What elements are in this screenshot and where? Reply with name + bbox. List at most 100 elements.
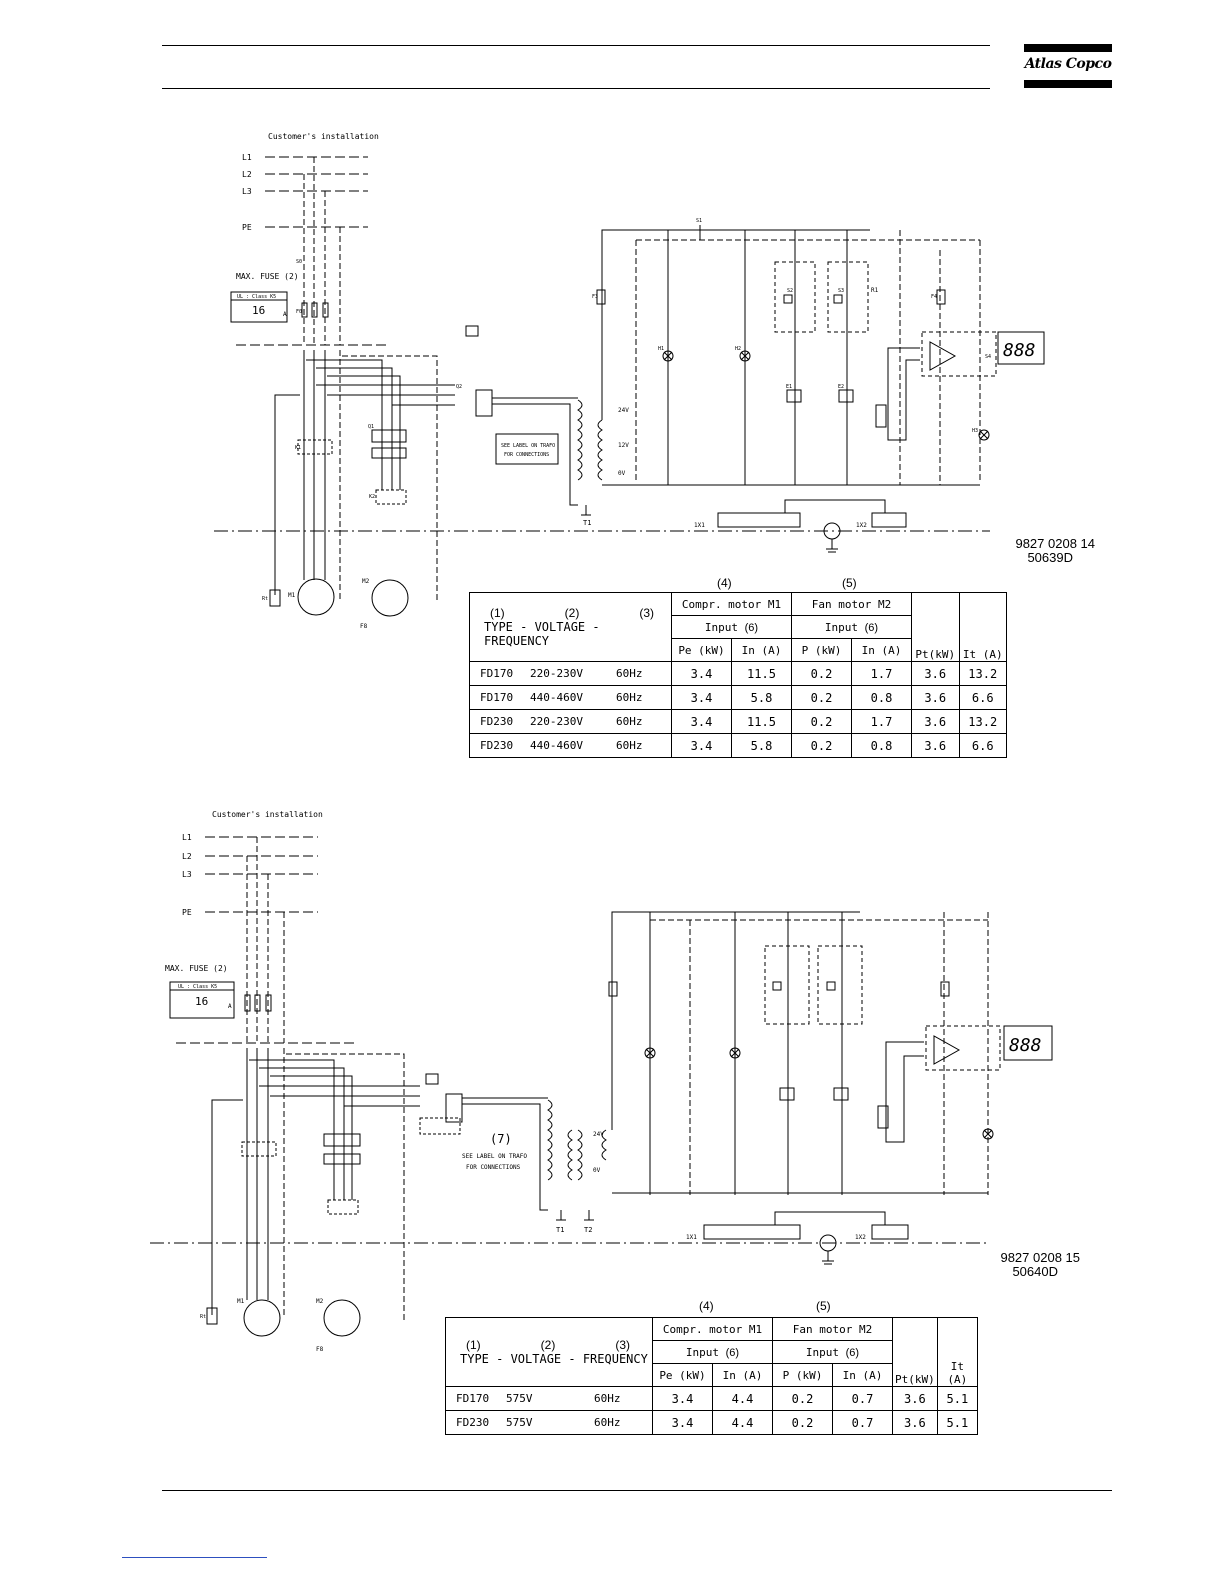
cell-in2: 0.7: [832, 1386, 893, 1411]
cell-it: 6.6: [958, 685, 1007, 710]
component-label-h1: H1: [658, 346, 664, 352]
cell-freq: 60Hz: [616, 715, 643, 728]
cell-type: FD230: [480, 739, 514, 752]
component-label-f8: F8: [360, 623, 368, 630]
voltage-0v: 0V: [618, 470, 626, 477]
table1-fan-motor: Fan motor M2: [791, 592, 912, 616]
trafo-num-2: (7): [490, 1132, 512, 1146]
table1-sub-p: P (kW): [791, 638, 852, 662]
table2-pt-header: Pt(kW): [892, 1317, 938, 1387]
component-label-f3: F3: [592, 294, 598, 300]
cell-pt: 3.6: [911, 733, 960, 758]
phase-label-l1: L1: [242, 153, 252, 162]
table2-hnum-1: (1): [466, 1338, 481, 1352]
table2-sub-in1: In (A): [712, 1363, 773, 1387]
table2-col-num-4: (4): [699, 1299, 714, 1313]
component-label-t1: T1: [583, 519, 591, 527]
table1-sub-pe: Pe (kW): [671, 638, 732, 662]
trafo-note-line2-2: FOR CONNECTIONS: [466, 1164, 521, 1171]
component-label-k1: K1: [295, 445, 301, 451]
motor-label-m2: M2: [362, 578, 370, 585]
component-label-q1: Q1: [368, 424, 374, 430]
component-label-h3: H3: [972, 428, 978, 434]
cell-in2: 0.8: [851, 733, 912, 758]
max-fuse-label: MAX. FUSE (2): [236, 272, 299, 281]
table2-fan-motor: Fan motor M2: [772, 1317, 893, 1341]
cell-type: FD230: [456, 1416, 490, 1429]
cell-in1: 11.5: [731, 709, 792, 734]
table2-hnum-2: (2): [540, 1338, 556, 1352]
cell-pe: 3.4: [652, 1410, 713, 1435]
phase2-label-l1: L1: [182, 833, 192, 842]
cell-p: 0.2: [772, 1410, 833, 1435]
doc-number-2: 9827 0208 15 50640D: [935, 1251, 1080, 1279]
ul-class-label: UL : Class K5: [237, 294, 276, 300]
table2-hnum-3: (3): [615, 1338, 631, 1352]
cell-in2: 1.7: [851, 709, 912, 734]
cell-in2: 0.8: [851, 685, 912, 710]
table1-hnum-1: (1): [490, 606, 505, 620]
terminal2-label-1x1: 1X1: [686, 1234, 697, 1241]
table1-hnum-3: (3): [639, 606, 655, 620]
logo-text: Atlas Copco: [1024, 56, 1112, 72]
cell-it: 13.2: [958, 709, 1007, 734]
terminal-label-1x1: 1X1: [694, 522, 705, 529]
cell-voltage: 220-230V: [530, 667, 583, 680]
table1-col-num-4: (4): [717, 576, 732, 590]
cell-voltage: 440-460V: [530, 691, 583, 704]
voltage-24v: 24V: [618, 407, 629, 414]
cell-freq: 60Hz: [616, 691, 643, 704]
component-label-q2: Q2: [456, 384, 462, 390]
max-fuse-label-2: MAX. FUSE (2): [165, 964, 228, 973]
fuse-value: 16: [252, 304, 265, 317]
component-label-e2: E2: [838, 384, 844, 390]
doc-number-1: 9827 0208 14 50639D: [950, 537, 1095, 565]
table1-input-m1: Input (6): [671, 615, 792, 639]
cell-pt: 3.6: [892, 1386, 938, 1411]
table2-sub-p: P (kW): [772, 1363, 833, 1387]
table2-sub-in2: In (A): [832, 1363, 893, 1387]
cell-p: 0.2: [791, 661, 852, 686]
cell-it: 5.1: [936, 1410, 979, 1435]
cell-pt: 3.6: [911, 709, 960, 734]
cell-type: FD170: [480, 667, 514, 680]
component-label-h2: H2: [735, 346, 741, 352]
cell-in1: 5.8: [731, 685, 792, 710]
customer-installation-label-2: Customer's installation: [212, 810, 323, 819]
controller-display-2: 888: [1009, 1035, 1042, 1056]
cell-pt: 3.6: [911, 685, 960, 710]
phase2-label-l2: L2: [182, 852, 192, 861]
phase-label-l2: L2: [242, 170, 252, 179]
cell-type: FD230: [480, 715, 514, 728]
trafo-note-line1: SEE LABEL ON TRAFO: [501, 443, 555, 449]
phase2-label-pe: PE: [182, 908, 192, 917]
phase2-label-l3: L3: [182, 870, 192, 879]
cell-in1: 5.8: [731, 733, 792, 758]
cell-pt: 3.6: [911, 661, 960, 686]
component2-label-t2: T2: [584, 1226, 592, 1234]
cell-type: FD170: [456, 1392, 490, 1405]
cell-freq: 60Hz: [616, 739, 643, 752]
cell-pe: 3.4: [671, 661, 732, 686]
cell-in1: 4.4: [712, 1386, 773, 1411]
table1-header-type: TYPE - VOLTAGE - FREQUENCY: [484, 620, 600, 648]
ul-class-label-2: UL : Class K5: [178, 984, 217, 990]
table1-input-m2: Input (6): [791, 615, 912, 639]
component-label-e1: E1: [786, 384, 792, 390]
table1-sub-in1: In (A): [731, 638, 792, 662]
cell-in2: 1.7: [851, 661, 912, 686]
table1-pt-header: Pt(kW): [911, 592, 960, 662]
phase-label-pe: PE: [242, 223, 252, 232]
footer-link-underline: [122, 1557, 267, 1558]
controller-display: 888: [1003, 340, 1036, 361]
table2-compr-motor: Compr. motor M1: [652, 1317, 773, 1341]
